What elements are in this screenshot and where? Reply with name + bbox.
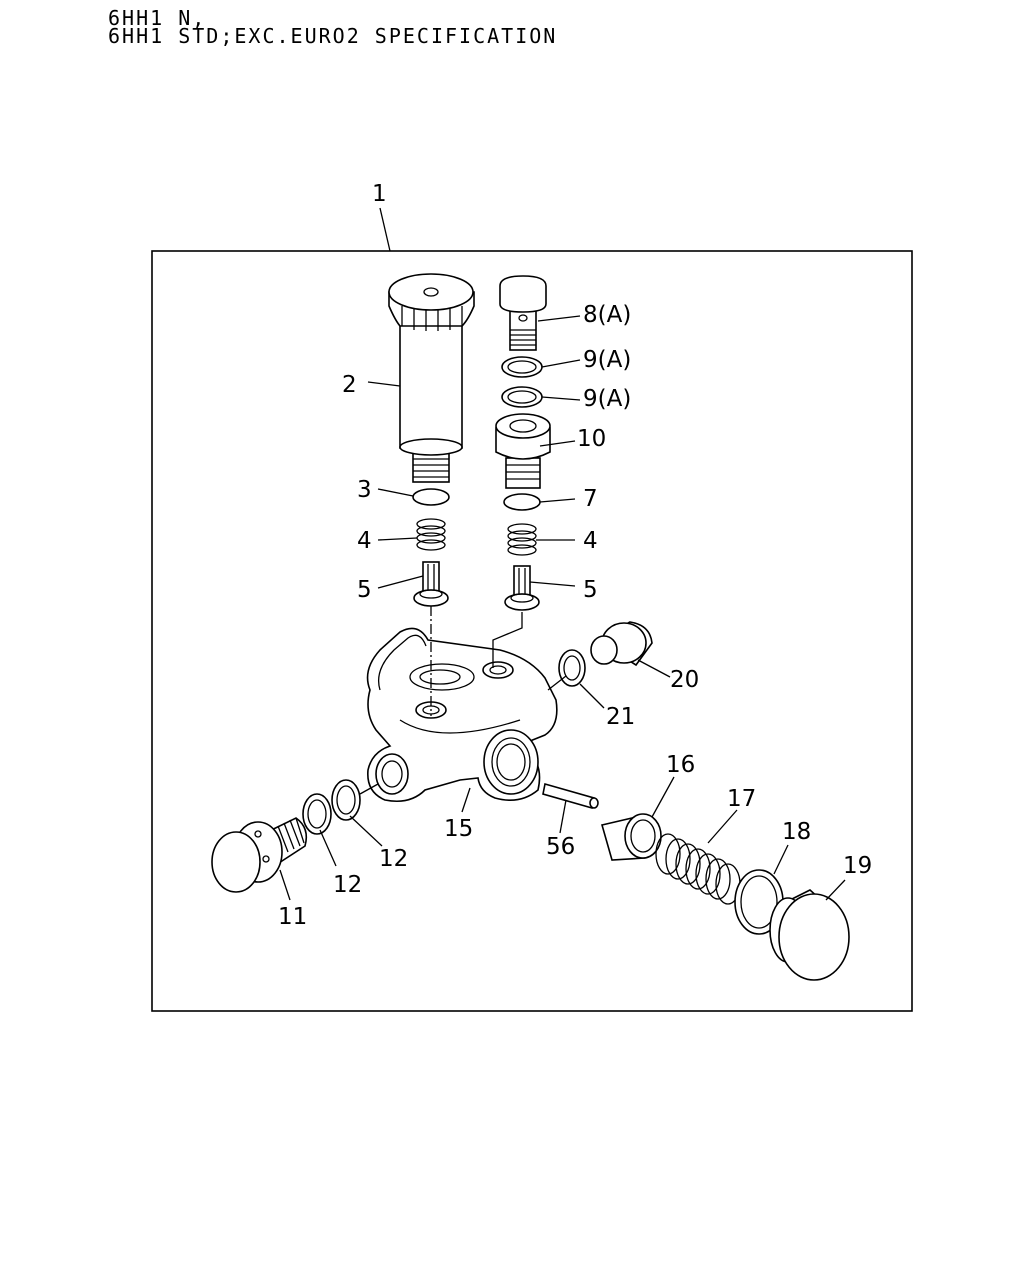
callout-3: 3 [357,477,372,503]
callout-4: 4 [583,528,598,554]
check-valve-part [504,565,540,611]
priming-pump-part [388,273,475,483]
callout-21: 21 [606,704,635,730]
callout-18: 18 [782,819,811,845]
callout-10: 10 [577,426,606,452]
header-spec-line: 6HH1 STD;EXC.EURO2 SPECIFICATION [108,24,558,48]
callout-8: 8(A) [583,302,631,328]
callout-11: 11 [278,904,307,930]
callout-16: 16 [666,752,695,778]
o-ring-part [412,488,450,506]
o-ring-part [503,493,541,511]
spring-part [507,523,537,556]
pin-part [542,782,599,810]
plug-part [590,621,653,667]
callout-17: 17 [727,786,756,812]
banjo-bolt-part [499,275,547,351]
callout-19: 19 [843,853,872,879]
callout-9: 9(A) [583,386,631,412]
callout-15: 15 [444,816,473,842]
cap-part [769,889,850,981]
check-valve-part [413,561,449,607]
connector-part [495,413,551,489]
callout-2: 2 [342,372,357,398]
sleeve-part [600,813,662,861]
callout-9: 9(A) [583,347,631,373]
spring-part [416,518,446,551]
spring-part [655,833,741,905]
callout-5: 5 [357,577,372,603]
pump-body-part [366,627,558,803]
callout-12: 12 [333,872,362,898]
callout-5: 5 [583,577,598,603]
eye-bolt-part [211,817,308,893]
callout-1: 1 [372,181,387,207]
callout-4: 4 [357,528,372,554]
callout-20: 20 [670,667,699,693]
callout-12: 12 [379,846,408,872]
header-model-line: 6HH1 N, [108,6,207,30]
assembly-frame [151,250,913,1012]
callout-7: 7 [583,486,598,512]
callout-56: 56 [546,834,575,860]
